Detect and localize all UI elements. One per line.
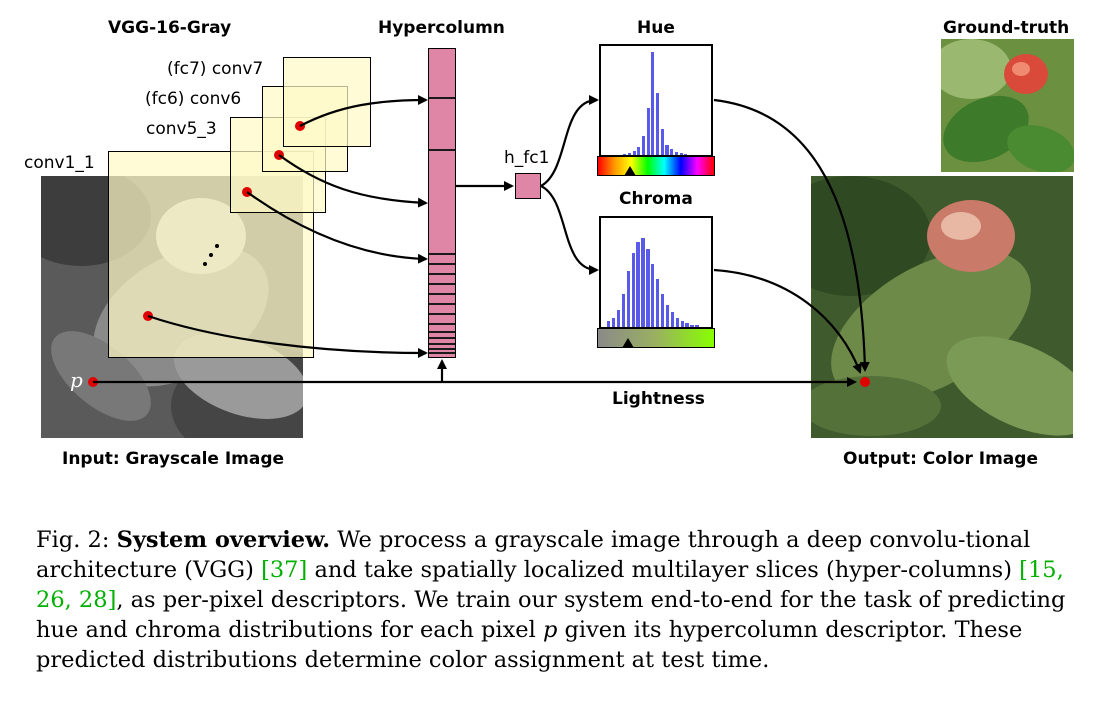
hypercolumn-divider [429, 263, 455, 265]
hypercolumn-divider [429, 323, 455, 325]
hypercolumn-divider [429, 273, 455, 275]
histogram-bar [646, 249, 650, 327]
histogram-bar [670, 148, 674, 155]
h-fc1-label: h_fc1 [504, 148, 550, 168]
caption-text: and take spatially localized multilayer … [314, 557, 1013, 583]
hue-histogram-bars [609, 52, 703, 155]
histogram-bar [632, 150, 636, 155]
h-fc1-unit [515, 173, 541, 199]
histogram-bar [675, 317, 679, 327]
hypercolumn-divider [429, 337, 455, 339]
caption-variable-p: p [542, 617, 558, 643]
histogram-bar [680, 321, 684, 327]
ground-truth-image [941, 39, 1074, 172]
hypercolumn-divider [429, 331, 455, 333]
arrow-hue-to-output [713, 98, 870, 372]
chroma-marker [622, 338, 634, 348]
conv6-label: (fc6) conv6 [145, 89, 242, 109]
histogram-bar [670, 312, 675, 327]
conv7-label: (fc7) conv7 [167, 59, 264, 79]
figure-number: Fig. 2: [36, 527, 110, 553]
histogram-bar [651, 263, 655, 327]
chroma-histogram [599, 216, 713, 329]
hypercolumn-divider [429, 348, 455, 350]
histogram-bar [623, 153, 627, 155]
arrow-chroma-to-output [713, 268, 862, 374]
output-caption: Output: Color Image [843, 449, 1038, 469]
ellipsis-dot [215, 244, 219, 248]
hypercolumn-divider [429, 352, 455, 354]
pixel-point-output [860, 377, 870, 387]
histogram-bar [627, 152, 631, 155]
hypercolumn-divider [429, 283, 455, 285]
histogram-bar [651, 52, 655, 155]
hypercolumn-title: Hypercolumn [378, 18, 505, 38]
histogram-bar [679, 152, 683, 155]
pixel-p-label: p [70, 368, 83, 392]
hypercolumn-divider [429, 303, 455, 305]
histogram-bar [684, 153, 688, 155]
hue-marker [624, 166, 636, 176]
chroma-title: Chroma [619, 189, 693, 209]
histogram-bar [636, 241, 640, 327]
histogram-bar [646, 107, 650, 155]
histogram-bar [621, 293, 626, 327]
lightness-label: Lightness [612, 389, 705, 409]
histogram-bar [674, 151, 678, 155]
caption-text: given its hypercolumn descriptor. These … [36, 617, 1023, 673]
citation-link[interactable]: [37] [261, 557, 308, 583]
histogram-bar [656, 278, 660, 327]
arrow-hfc1-to-hue [540, 95, 599, 187]
chroma-histogram-bars [607, 238, 705, 327]
ground-truth-title: Ground-truth [943, 18, 1070, 38]
caption-heading: System overview. [116, 527, 331, 553]
ellipsis-dot [203, 262, 207, 266]
conv5-3-label: conv5_3 [146, 119, 217, 139]
arrow-hfc1-to-chroma [540, 185, 599, 275]
hypercolumn-vector [428, 48, 456, 358]
input-caption: Input: Grayscale Image [62, 449, 285, 469]
hypercolumn-divider [429, 253, 455, 255]
histogram-bar [660, 129, 664, 155]
histogram-bar [665, 304, 670, 327]
hue-colorbar [597, 156, 715, 176]
histogram-bar [626, 271, 630, 327]
histogram-bar [690, 325, 694, 327]
output-color-image [811, 176, 1073, 438]
hypercolumn-divider [429, 97, 455, 99]
histogram-bar [660, 293, 665, 327]
histogram-bar [607, 321, 611, 327]
caption-text: , as per-pixel descriptors. We train our… [36, 587, 1066, 643]
hypercolumn-divider [429, 293, 455, 295]
arrow-conv6-to-hypercolumn [278, 154, 428, 208]
arrow-conv1-to-hypercolumn [147, 314, 428, 358]
histogram-bar [695, 325, 699, 327]
hypercolumn-divider [429, 149, 455, 151]
layer-conv7 [283, 57, 371, 147]
histogram-bar [637, 146, 641, 155]
histogram-bar [631, 252, 635, 327]
histogram-bar [616, 310, 621, 327]
citation-link[interactable]: [15, 26, 28] [36, 557, 1064, 613]
hypercolumn-divider [429, 343, 455, 345]
histogram-bar [611, 317, 616, 327]
caption-text: We process a grayscale image through a d… [36, 527, 1031, 583]
histogram-bar [665, 144, 669, 155]
conv1-1-label: conv1_1 [24, 153, 95, 173]
histogram-bar [641, 136, 646, 155]
histogram-bar [685, 323, 689, 327]
arrow-conv5-to-hypercolumn [246, 191, 428, 264]
histogram-bar [656, 93, 660, 155]
figure-caption: Fig. 2: System overview. We process a gr… [36, 525, 1081, 675]
hue-title: Hue [637, 18, 675, 38]
hypercolumn-divider [429, 313, 455, 315]
vgg-title: VGG-16-Gray [108, 18, 232, 38]
arrow-conv7-to-hypercolumn [299, 95, 428, 127]
ellipsis-dot [209, 253, 213, 257]
histogram-bar [641, 238, 645, 327]
